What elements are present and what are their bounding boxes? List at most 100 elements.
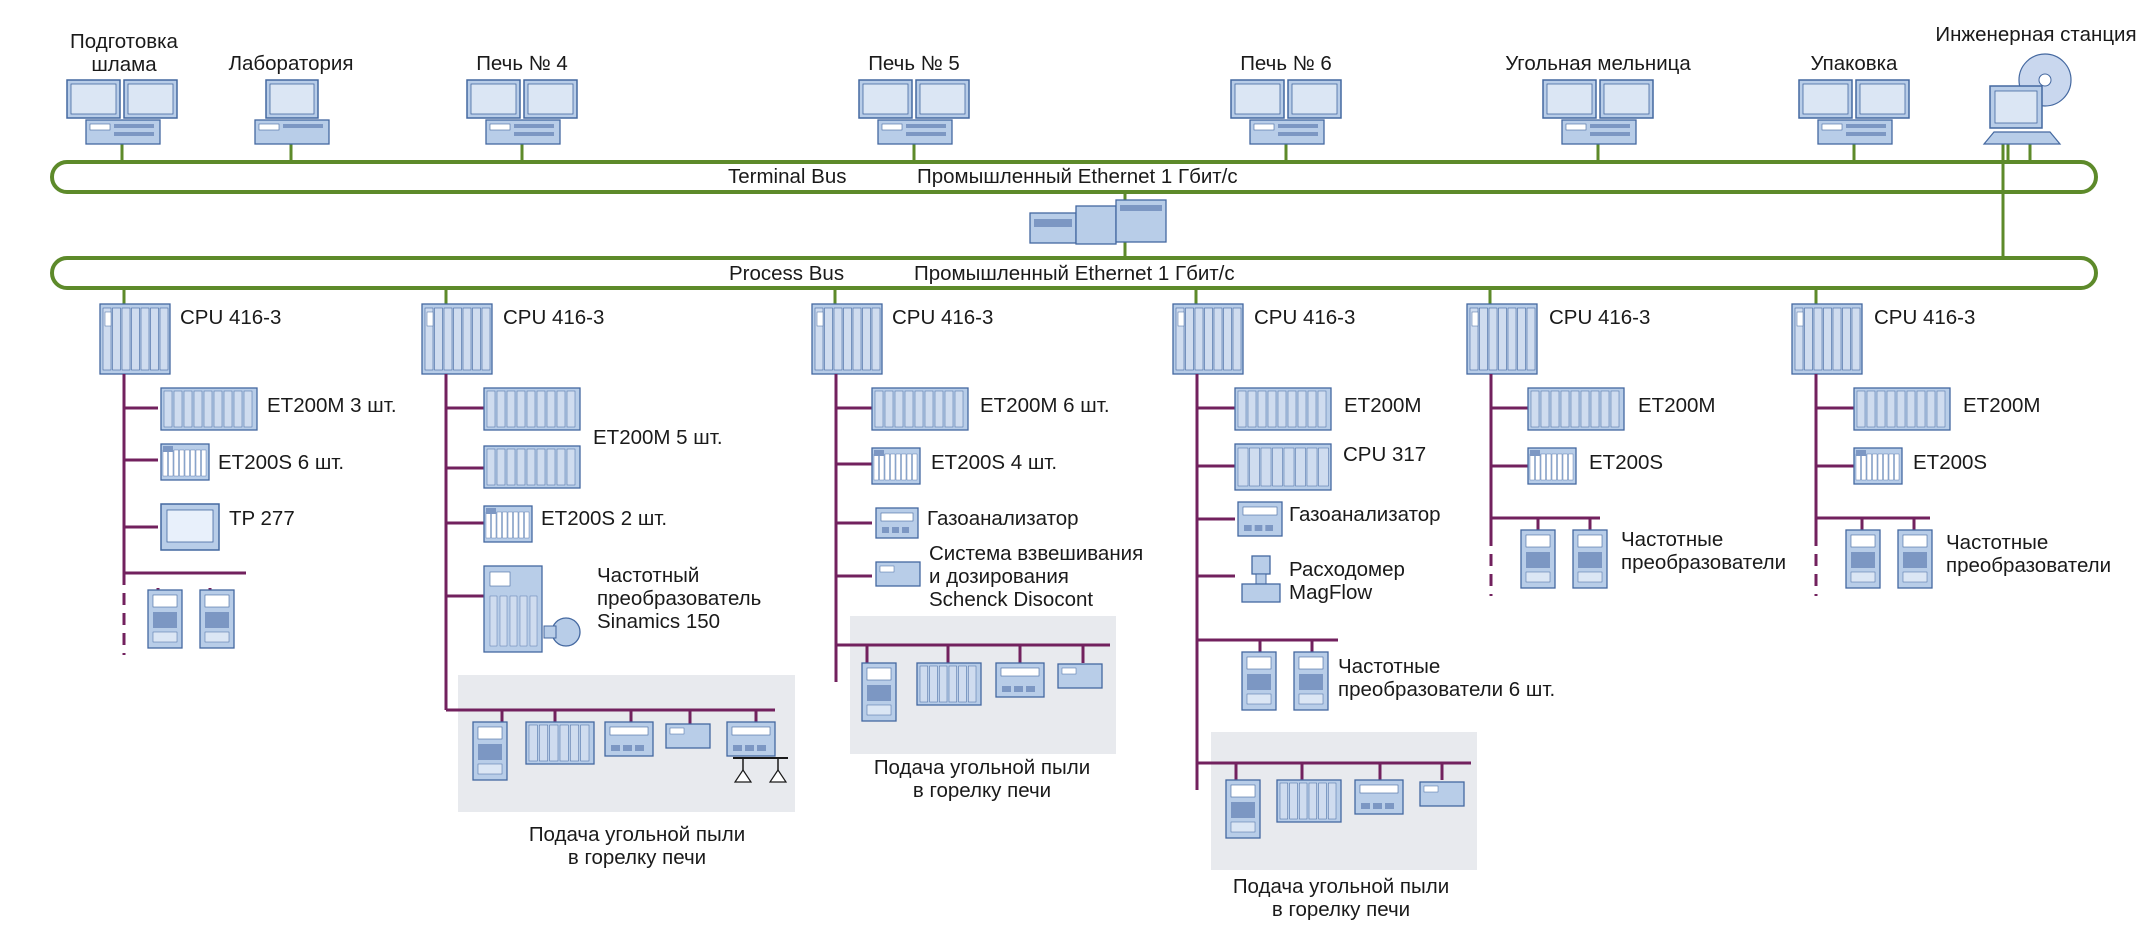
device-label: TP 277 [229, 507, 295, 530]
server-icon [1029, 199, 1167, 245]
operator-station-icon [466, 79, 578, 145]
operator-station-icon [1230, 79, 1342, 145]
weighing-system-icon [665, 723, 711, 749]
profibus-line [444, 374, 775, 725]
analyzer-icon [726, 721, 776, 757]
station-label-packing: Упаковка [1810, 52, 1898, 75]
station-label-kiln4: Печь № 4 [476, 52, 568, 75]
cpu-416-rack-icon [1466, 303, 1538, 375]
terminal-bus-name: Terminal Bus [728, 165, 847, 188]
device-label: ET200M 3 шт. [267, 394, 397, 417]
cpu-416-rack-icon [421, 303, 493, 375]
et200m-rack-icon [1276, 779, 1342, 823]
station-label-kiln6: Печь № 6 [1240, 52, 1332, 75]
cpu-416-rack-icon [99, 303, 171, 375]
station-label-engineering: Инженерная станция [1935, 23, 2137, 46]
et200m-rack-icon [1234, 387, 1332, 431]
et200m-rack-icon [483, 387, 581, 431]
frequency-converter-icon [1845, 529, 1881, 589]
cpu-label: CPU 416-3 [1254, 306, 1356, 329]
analyzer-icon [604, 721, 654, 757]
et200m-rack-icon [1527, 387, 1625, 431]
frequency-converter-icon [472, 721, 508, 781]
device-label: Расходомер MagFlow [1289, 558, 1405, 604]
et200m-rack-icon [1853, 387, 1951, 431]
et200s-station-icon [1527, 447, 1577, 485]
device-label: ET200M [1963, 394, 2041, 417]
et200s-station-icon [160, 443, 210, 481]
frequency-converter-icon [147, 589, 183, 649]
et200s-station-icon [871, 447, 921, 485]
profibus-line [122, 374, 246, 655]
weighing-system-icon [875, 561, 921, 587]
device-label: ET200M 6 шт. [980, 394, 1110, 417]
feeder-caption: Подача угольной пыли в горелку печи [528, 823, 746, 869]
device-label: ET200S 6 шт. [218, 451, 345, 474]
process-bus-name: Process Bus [729, 262, 845, 285]
device-label: ET200S [1913, 451, 1988, 474]
frequency-converter-icon [1293, 651, 1329, 711]
cpu-416-rack-icon [1791, 303, 1863, 375]
frequency-converter-icon [861, 662, 897, 722]
cpu-label: CPU 416-3 [180, 306, 282, 329]
sinamics-drive-icon [483, 565, 581, 653]
cpu-label: CPU 416-3 [1549, 306, 1651, 329]
scale-icon [733, 757, 788, 783]
device-label: Частотные преобразователи [1946, 531, 2112, 577]
tp277-panel-icon [160, 503, 220, 551]
device-label: ET200M [1638, 394, 1716, 417]
frequency-converter-icon [1572, 529, 1608, 589]
device-label: ET200S [1589, 451, 1664, 474]
cpu-label: CPU 416-3 [1874, 306, 1976, 329]
weighing-system-icon [1419, 781, 1465, 807]
terminal-bus [50, 160, 2098, 194]
device-label: ET200M [1344, 394, 1422, 417]
process-bus-spec: Промышленный Ethernet 1 Гбит/с [914, 262, 1235, 285]
profibus-line [1814, 374, 1930, 596]
operator-station-icon [66, 79, 178, 145]
cpu-416-rack-icon [811, 303, 883, 375]
frequency-converter-icon [1225, 779, 1261, 839]
cpu-317-rack-icon [1234, 443, 1332, 491]
frequency-converter-icon [1520, 529, 1556, 589]
engineering-station-icon [1982, 53, 2072, 145]
operator-station-icon [254, 79, 330, 145]
device-label: Газоанализатор [927, 507, 1079, 530]
frequency-converter-icon [199, 589, 235, 649]
device-label: ET200S 4 шт. [931, 451, 1058, 474]
weighing-system-icon [1057, 663, 1103, 689]
operator-station-icon [1798, 79, 1910, 145]
cpu-416-rack-icon [1172, 303, 1244, 375]
profibus-line [834, 374, 1110, 682]
profibus-line [1489, 374, 1600, 596]
device-label: Газоанализатор [1289, 503, 1441, 526]
et200m-rack-icon [525, 721, 595, 765]
device-label: ET200S 2 шт. [541, 507, 668, 530]
cpu-label: CPU 416-3 [503, 306, 605, 329]
et200m-rack-icon [160, 387, 258, 431]
device-label: Система взвешивания и дозирования Schenc… [929, 542, 1144, 611]
station-label-laboratory: Лаборатория [228, 52, 354, 75]
et200s-station-icon [1853, 447, 1903, 485]
analyzer-icon [1237, 501, 1283, 537]
analyzer-icon [875, 507, 919, 539]
frequency-converter-icon [1241, 651, 1277, 711]
device-label: Частотные преобразователи [1621, 528, 1787, 574]
device-label: ET200M 5 шт. [593, 426, 723, 449]
flowmeter-icon [1241, 555, 1281, 603]
feeder-caption: Подача угольной пыли в горелку печи [873, 756, 1091, 802]
profibus-line [1195, 374, 1471, 790]
device-label: Частотный преобразователь Sinamics 150 [597, 564, 762, 633]
device-label: Частотные преобразователи 6 шт. [1338, 655, 1556, 701]
cpu-label: CPU 416-3 [892, 306, 994, 329]
et200s-station-icon [483, 505, 533, 543]
analyzer-icon [995, 662, 1045, 698]
et200m-rack-icon [871, 387, 969, 431]
et200m-rack-icon [916, 662, 982, 706]
operator-station-icon [1542, 79, 1654, 145]
analyzer-icon [1354, 779, 1404, 815]
et200m-rack-icon [483, 445, 581, 489]
device-label: CPU 317 [1343, 443, 1427, 466]
